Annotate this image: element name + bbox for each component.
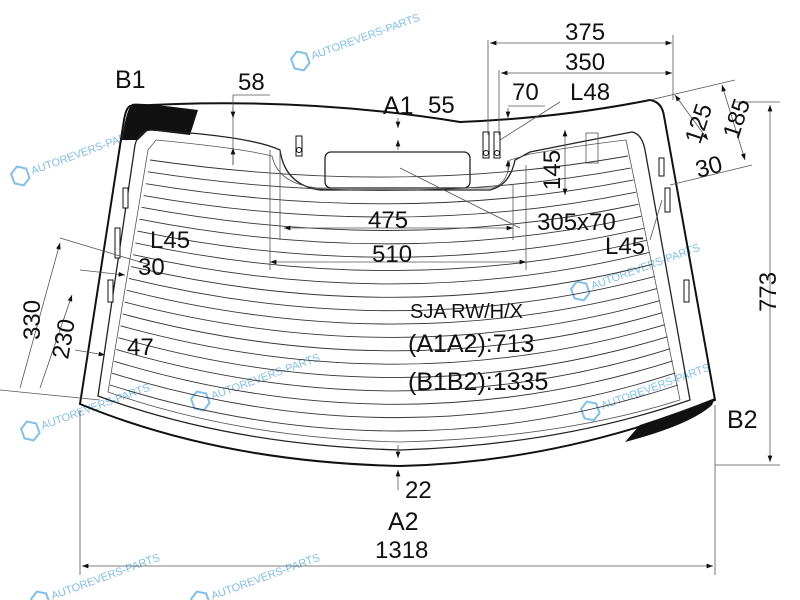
dim-22: 22 — [405, 477, 432, 504]
heater-line — [122, 312, 663, 352]
heater-line — [137, 227, 644, 258]
connector-terminals — [107, 131, 690, 303]
sensor-window — [324, 151, 471, 189]
heater-line — [143, 191, 636, 218]
watermark: AUTOREVERS-PARTS — [189, 552, 322, 600]
dim-145: 145 — [539, 150, 566, 190]
dim-230: 230 — [47, 317, 81, 361]
watermark: AUTOREVERS-PARTS — [29, 552, 162, 600]
dim-70: 70 — [512, 79, 539, 106]
heater-line — [109, 384, 679, 432]
heater-line — [141, 203, 639, 231]
heater-line — [133, 251, 650, 285]
dim-l45-left: L45 — [150, 227, 190, 254]
watermark-text: AUTOREVERS-PARTS — [50, 552, 162, 600]
dim-375: 375 — [565, 19, 605, 46]
dim-773: 773 — [755, 272, 782, 312]
heater-area-border — [107, 139, 681, 443]
heater-lines — [109, 155, 679, 432]
dim-510: 510 — [372, 241, 412, 268]
watermark-logo-icon — [9, 165, 31, 187]
watermark: AUTOREVERS-PARTS — [289, 12, 422, 72]
dim-l48: L48 — [570, 79, 610, 106]
point-b2-label: B2 — [727, 406, 758, 434]
dim-475: 475 — [368, 207, 408, 234]
heater-line — [114, 360, 673, 405]
watermark: AUTOREVERS-PARTS — [19, 382, 152, 442]
glass-outline — [78, 98, 717, 468]
point-a2-label: A2 — [388, 508, 419, 536]
heater-line — [130, 264, 652, 298]
watermark-logo-icon — [579, 400, 601, 422]
heater-line — [135, 239, 647, 272]
heater-line — [128, 276, 655, 312]
code-a1a2: (A1A2):713 — [408, 330, 534, 358]
dim-350: 350 — [565, 49, 605, 76]
heater-line — [145, 179, 634, 205]
heater-line — [124, 300, 660, 338]
dim-125: 125 — [680, 100, 718, 146]
point-a1-label: A1 — [383, 92, 414, 120]
heater-line — [126, 288, 658, 325]
watermark-logo-icon — [569, 280, 591, 302]
watermark-text: AUTOREVERS-PARTS — [600, 362, 712, 413]
sensor-frame — [585, 132, 599, 164]
watermark-logo-icon — [289, 50, 311, 72]
dim-305x70: 305x70 — [537, 209, 616, 236]
dim-330: 330 — [19, 300, 46, 340]
heater-line — [120, 324, 665, 365]
heater-line — [118, 336, 668, 378]
dim-1318: 1318 — [375, 537, 428, 564]
dim-47: 47 — [127, 334, 154, 361]
part-code: SJA RW/H/X — [410, 301, 523, 323]
dim-55: 55 — [428, 92, 455, 119]
watermark-text: AUTOREVERS-PARTS — [210, 552, 322, 600]
dim-l45-right: L45 — [605, 233, 645, 260]
frit-border — [97, 129, 691, 451]
code-b1b2: (B1B2):1335 — [408, 368, 548, 396]
heater-line — [116, 348, 671, 392]
watermark-text: AUTOREVERS-PARTS — [310, 12, 422, 63]
watermark-logo-icon — [19, 420, 41, 442]
point-b1-label: B1 — [115, 66, 146, 94]
black-corner-top-left — [122, 103, 198, 140]
dim-30-right: 30 — [693, 151, 726, 184]
dimension-lines — [0, 35, 780, 575]
watermark-logo-icon — [189, 590, 211, 600]
heater-line — [111, 372, 676, 419]
dim-58: 58 — [238, 69, 265, 96]
dim-185: 185 — [718, 95, 756, 141]
watermark-logo-icon — [29, 590, 51, 600]
dim-30-left: 30 — [138, 254, 165, 281]
heater-line — [139, 215, 642, 245]
